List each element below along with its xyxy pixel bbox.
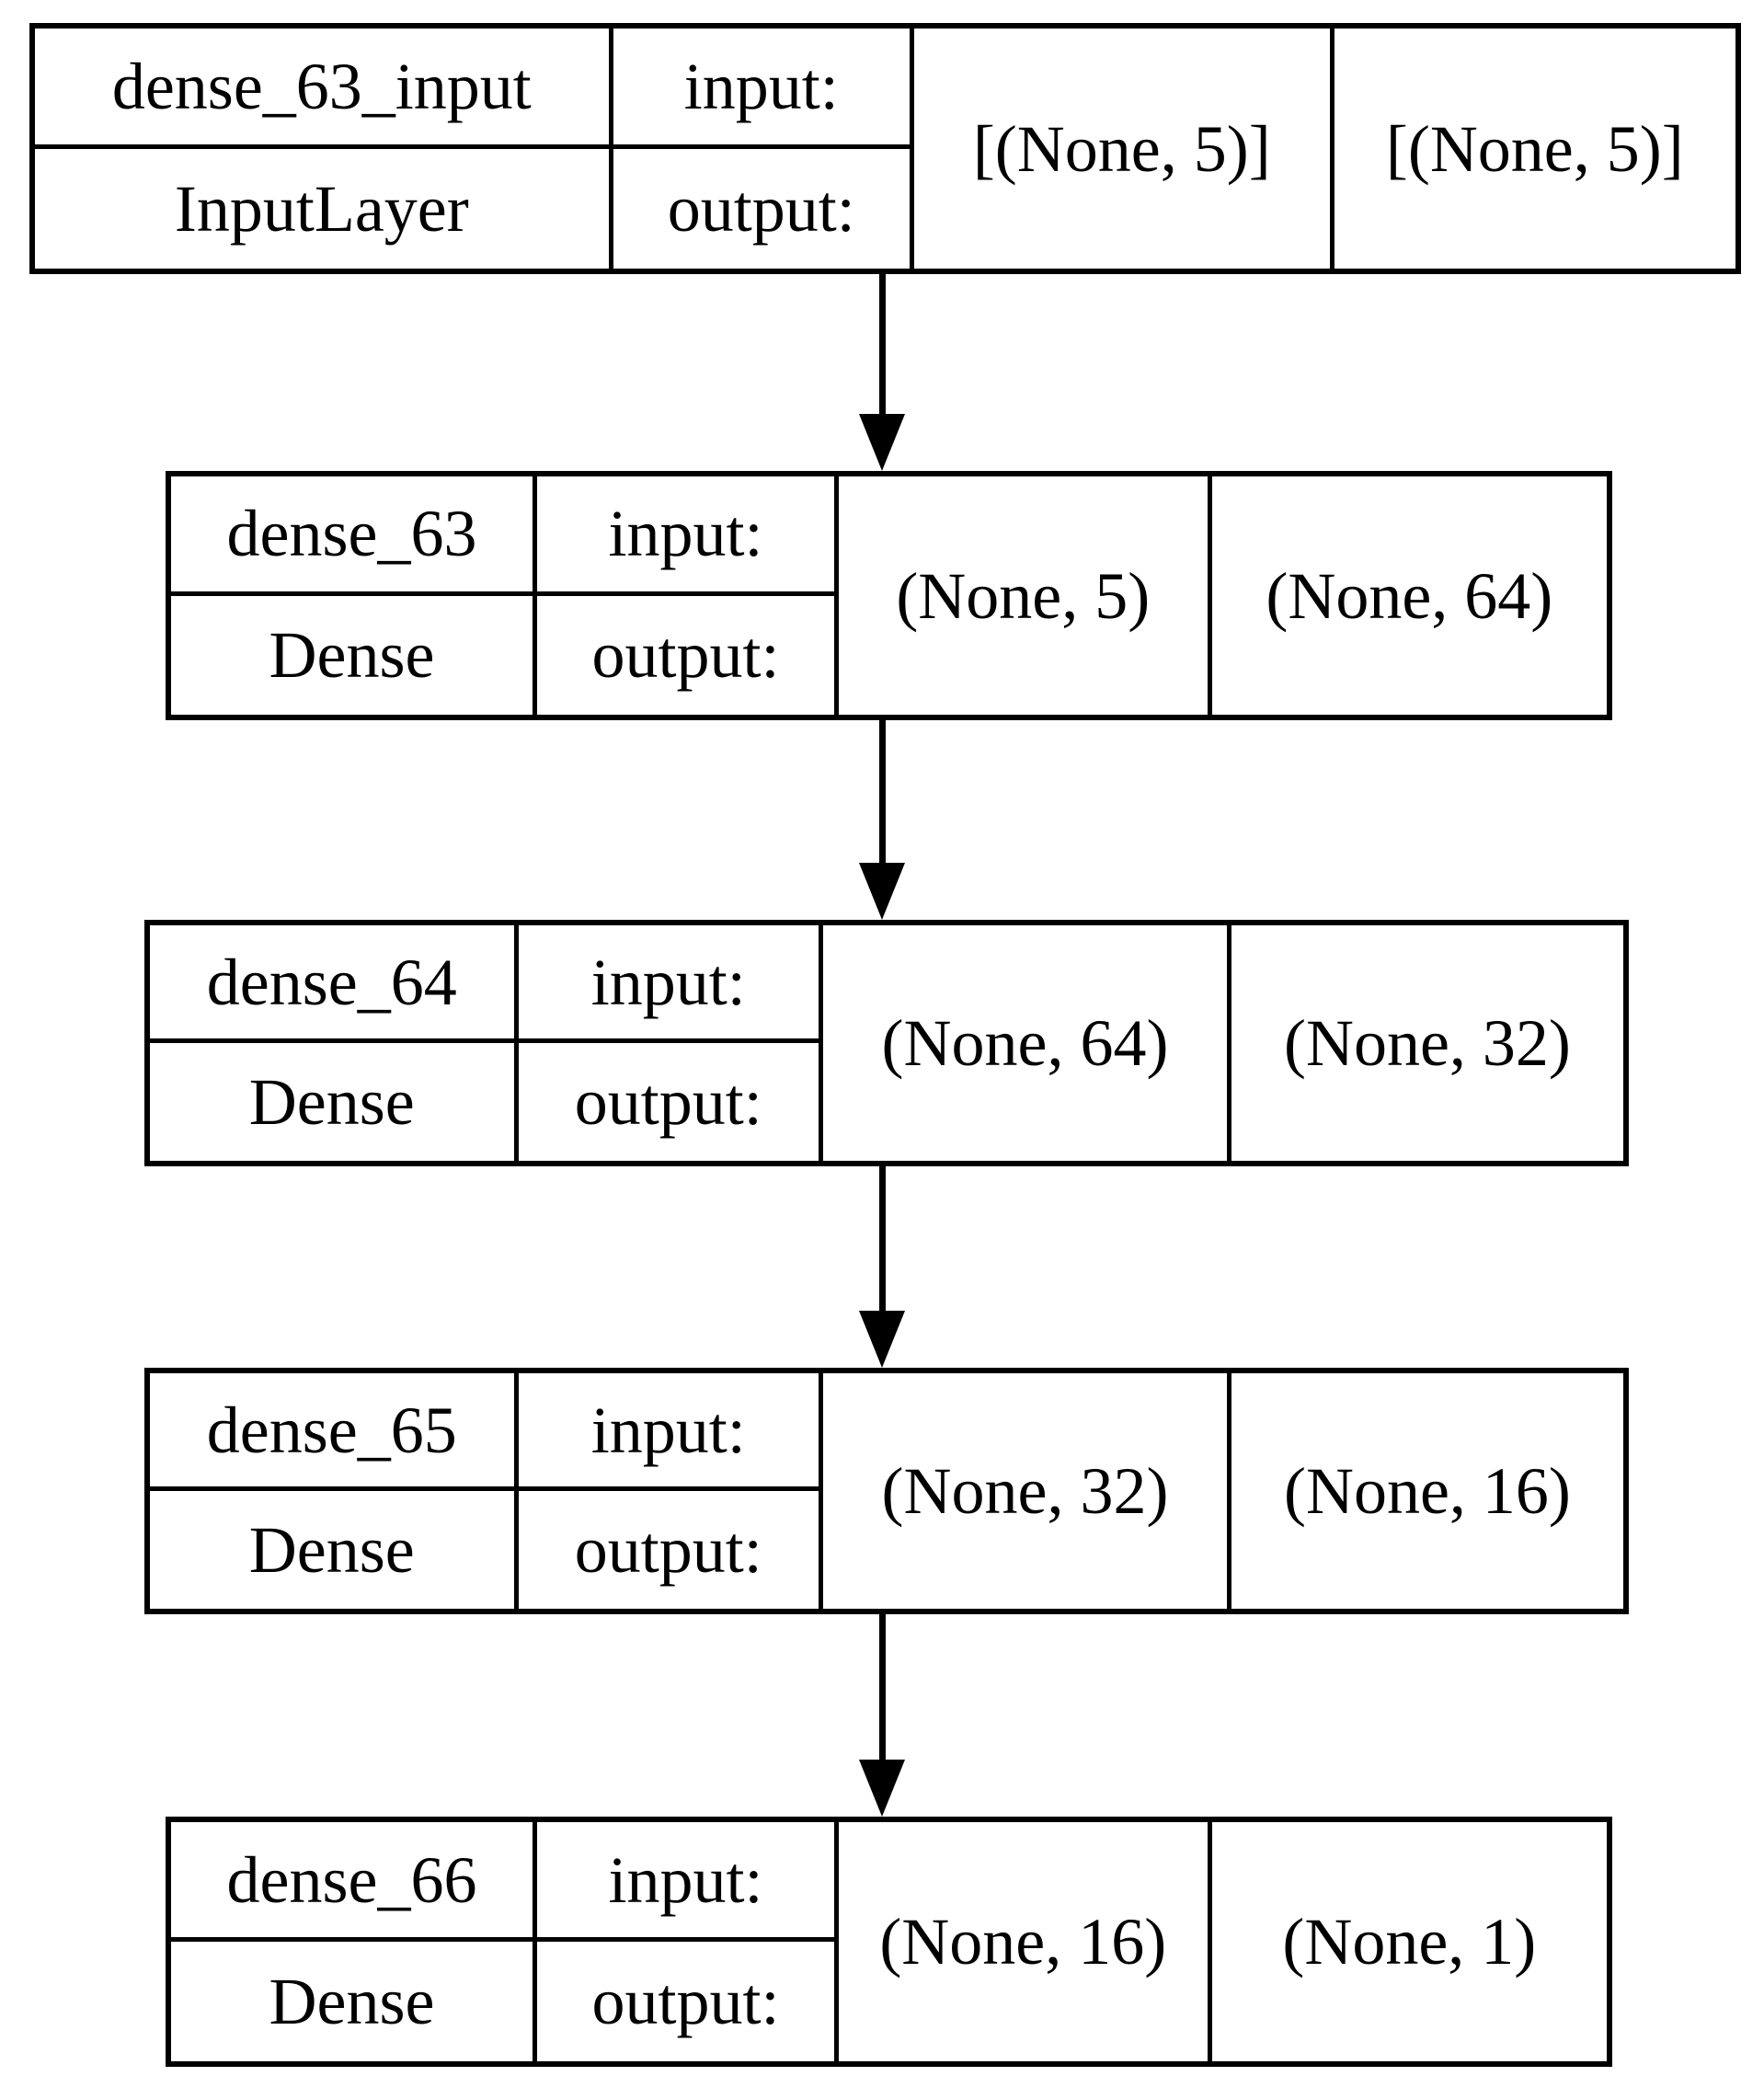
output-label: output: (537, 595, 839, 715)
layer-name: dense_66 (171, 1822, 538, 1942)
layer-node-dense-66: dense_66 Dense input: output: (None, 16)… (166, 1817, 1612, 2067)
layer-type: Dense (150, 1491, 519, 1609)
output-label: output: (519, 1491, 824, 1609)
layer-node-dense-65: dense_65 Dense input: output: (None, 32)… (144, 1368, 1629, 1614)
input-shape-value: (None, 5) (839, 476, 1212, 715)
input-shape-value: [(None, 5)] (914, 29, 1334, 269)
layer-name: dense_65 (150, 1373, 519, 1491)
arrow-shaft (878, 1614, 886, 1760)
arrow-shaft (878, 274, 886, 414)
layer-name: dense_64 (150, 925, 519, 1043)
output-shape-value: (None, 16) (1283, 1454, 1571, 1528)
output-label: output: (613, 148, 914, 269)
flow-arrow (858, 1166, 906, 1368)
arrow-shaft (878, 1166, 886, 1311)
output-shape-value: (None, 1) (1282, 1905, 1537, 1979)
output-shape-value: (None, 64) (1266, 558, 1553, 633)
arrow-down-icon (859, 863, 905, 920)
output-shape-value: [(None, 5)] (1385, 111, 1684, 186)
input-label: input: (518, 925, 824, 1043)
output-label: output: (519, 1043, 824, 1161)
input-label: input: (518, 1373, 824, 1491)
flow-arrow (858, 274, 906, 471)
flow-arrow (858, 720, 906, 920)
layer-type: Dense (150, 1043, 519, 1161)
input-label: input: (613, 29, 914, 149)
arrow-shaft (878, 720, 886, 863)
arrow-down-icon (859, 1760, 905, 1817)
input-label: input: (537, 476, 839, 596)
input-shape-value: (None, 64) (823, 925, 1231, 1161)
flow-arrow (858, 1614, 906, 1817)
output-label: output: (537, 1942, 839, 2061)
arrow-down-icon (859, 414, 905, 471)
input-shape-value: (None, 16) (839, 1822, 1212, 2061)
layer-name: dense_63 (171, 476, 538, 596)
input-label: input: (537, 1822, 839, 1942)
output-shape-value: (None, 32) (1283, 1006, 1571, 1080)
layer-node-dense-63-input: dense_63_input InputLayer input: output:… (29, 23, 1741, 274)
layer-node-dense-63: dense_63 Dense input: output: (None, 5) … (166, 471, 1612, 720)
layer-name: dense_63_input (35, 29, 613, 149)
layer-type: Dense (171, 595, 538, 715)
arrow-down-icon (859, 1311, 905, 1368)
layer-type: InputLayer (35, 148, 613, 269)
input-shape-value: (None, 32) (823, 1373, 1231, 1609)
layer-type: Dense (171, 1942, 538, 2061)
layer-node-dense-64: dense_64 Dense input: output: (None, 64)… (144, 920, 1629, 1166)
